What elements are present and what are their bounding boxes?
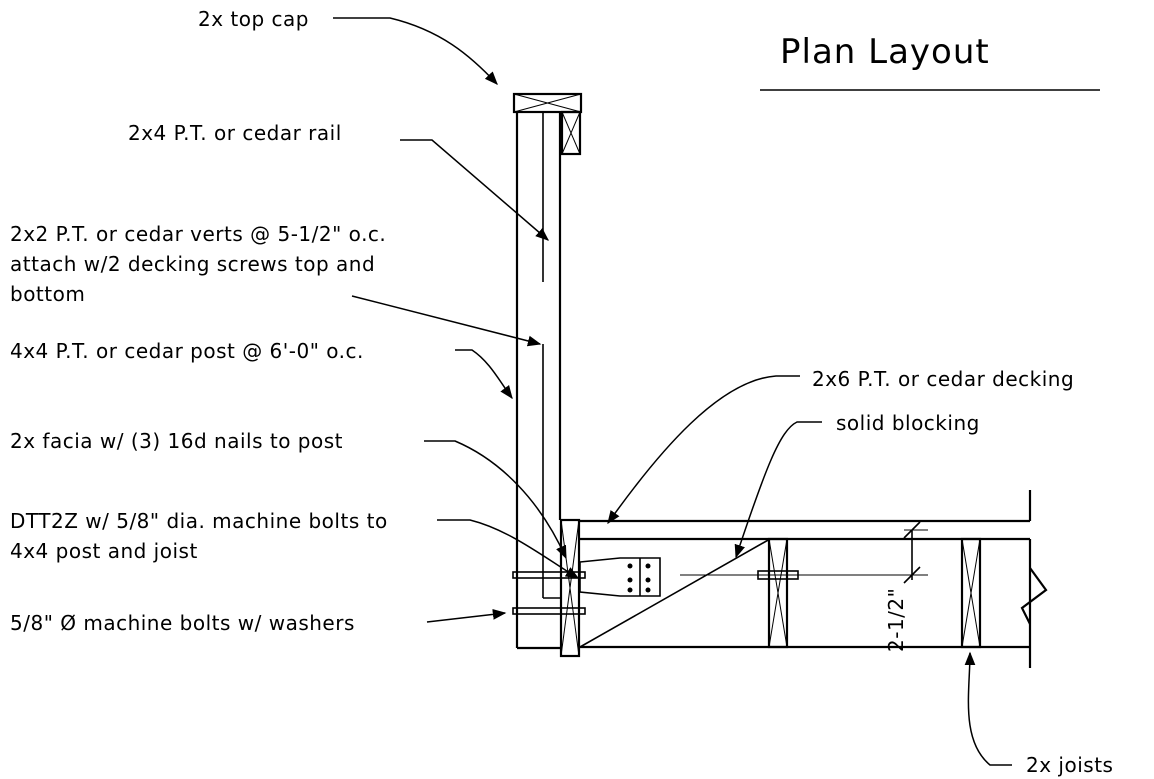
page-title: Plan Layout xyxy=(780,32,990,72)
break-line xyxy=(1020,567,1048,625)
label-verts-line1: 2x2 P.T. or cedar verts @ 5-1/2" o.c. xyxy=(10,222,386,246)
leader-rail xyxy=(400,139,550,241)
deck-framing xyxy=(512,490,1048,668)
dtt2z-hardware xyxy=(579,557,661,597)
label-top-cap: 2x top cap xyxy=(198,7,309,31)
leader-post xyxy=(455,349,513,400)
leader-verts xyxy=(351,295,542,347)
leader-bolts xyxy=(426,609,507,623)
label-blocking: solid blocking xyxy=(836,411,980,435)
leader-joists xyxy=(964,651,1012,766)
label-decking: 2x6 P.T. or cedar decking xyxy=(812,367,1074,391)
machine-bolt-lower xyxy=(512,607,586,615)
rail-block xyxy=(560,110,582,156)
facia-board xyxy=(559,518,581,658)
leader-blocking xyxy=(734,421,822,559)
leaders xyxy=(333,17,1012,766)
label-bolts: 5/8" Ø machine bolts w/ washers xyxy=(10,611,355,635)
label-rail: 2x4 P.T. or cedar rail xyxy=(128,121,342,145)
label-joists: 2x joists xyxy=(1026,753,1113,777)
leader-decking xyxy=(607,375,800,525)
label-dtt-line2: 4x4 post and joist xyxy=(10,539,198,563)
post-assembly xyxy=(512,92,583,650)
label-verts-line3: bottom xyxy=(10,282,85,306)
joist-2 xyxy=(960,537,982,649)
leader-dtt xyxy=(437,519,580,579)
label-post: 4x4 P.T. or cedar post @ 6'-0" o.c. xyxy=(10,339,364,363)
leader-top-cap xyxy=(333,17,498,85)
label-facia: 2x facia w/ (3) 16d nails to post xyxy=(10,429,343,453)
label-verts-line2: attach w/2 decking screws top and xyxy=(10,252,375,276)
solid-blocking-diagonal xyxy=(579,538,771,648)
leader-facia xyxy=(424,440,567,560)
dimension-label: 2-1/2" xyxy=(884,588,908,652)
joist-1 xyxy=(767,537,789,649)
machine-bolt-upper xyxy=(512,571,586,579)
top-cap xyxy=(512,92,583,114)
label-dtt-line1: DTT2Z w/ 5/8" dia. machine bolts to xyxy=(10,509,388,533)
